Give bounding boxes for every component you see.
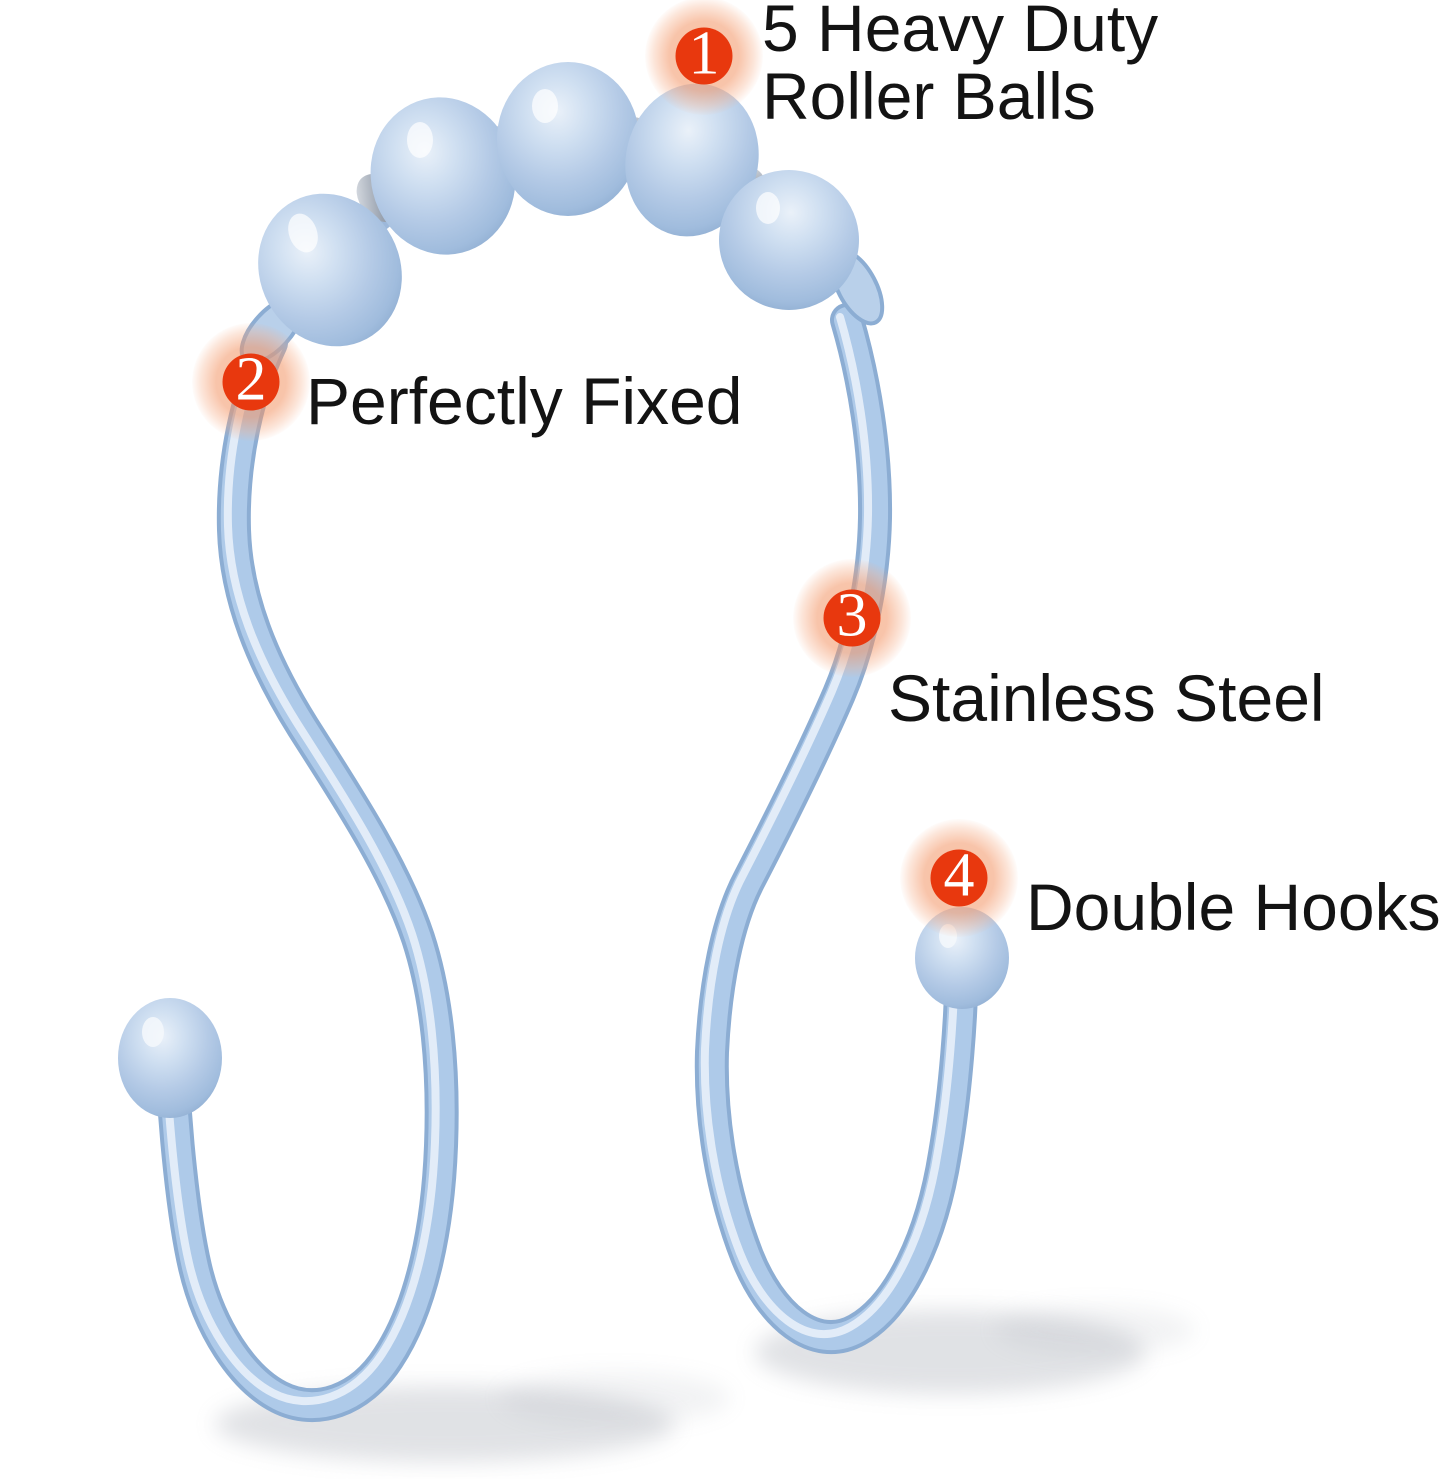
roller-ball-2 [370,97,516,255]
roller-ball-5-highlight [756,192,780,224]
callout-label-line: Double Hooks [1026,870,1441,944]
left-wire-and-hook [155,326,459,1422]
badge-circle: 4 [930,841,988,910]
callout-label-stainless-steel: Stainless Steel [888,664,1325,732]
right-wire-and-hook [694,303,979,1355]
callout-label-line: 5 Heavy Duty [762,0,1159,65]
badge-number: 2 [235,345,267,414]
right-hook-shadow-tail [995,1306,1195,1354]
callout-label-line: Stainless Steel [888,661,1325,735]
right-wire-highlight [700,313,959,1339]
left-hook-end-ball-highlight [142,1017,164,1047]
badge-number: 1 [688,19,720,88]
roller-balls [258,62,859,347]
left-hook-shadow-tail [500,1372,730,1424]
roller-ball-3-highlight [532,89,558,123]
badge-circle: 3 [823,581,881,650]
left-wire-highlight [162,335,440,1405]
roller-ball-1-highlight [288,213,318,253]
left-wire-core [159,330,455,1418]
hook-end-balls [118,907,1009,1118]
roller-ball-2-highlight [407,122,433,158]
badge-number: 3 [836,581,868,650]
badge-circle: 2 [222,345,280,414]
callout-label-line: Perfectly Fixed [306,364,743,438]
roller-ball-4 [625,83,759,237]
badge-number: 4 [943,841,975,910]
badge-circle: 1 [675,19,733,88]
roller-ball-5 [719,170,859,310]
roller-ball-3 [497,62,639,216]
left-hook-end-ball [118,998,222,1118]
callout-label-perfectly-fixed: Perfectly Fixed [306,367,742,435]
callout-label-double-hooks: Double Hooks [1026,873,1441,941]
callout-label-roller-balls: 5 Heavy Duty Roller Balls [762,0,1158,130]
callout-label-line: Roller Balls [762,59,1096,133]
